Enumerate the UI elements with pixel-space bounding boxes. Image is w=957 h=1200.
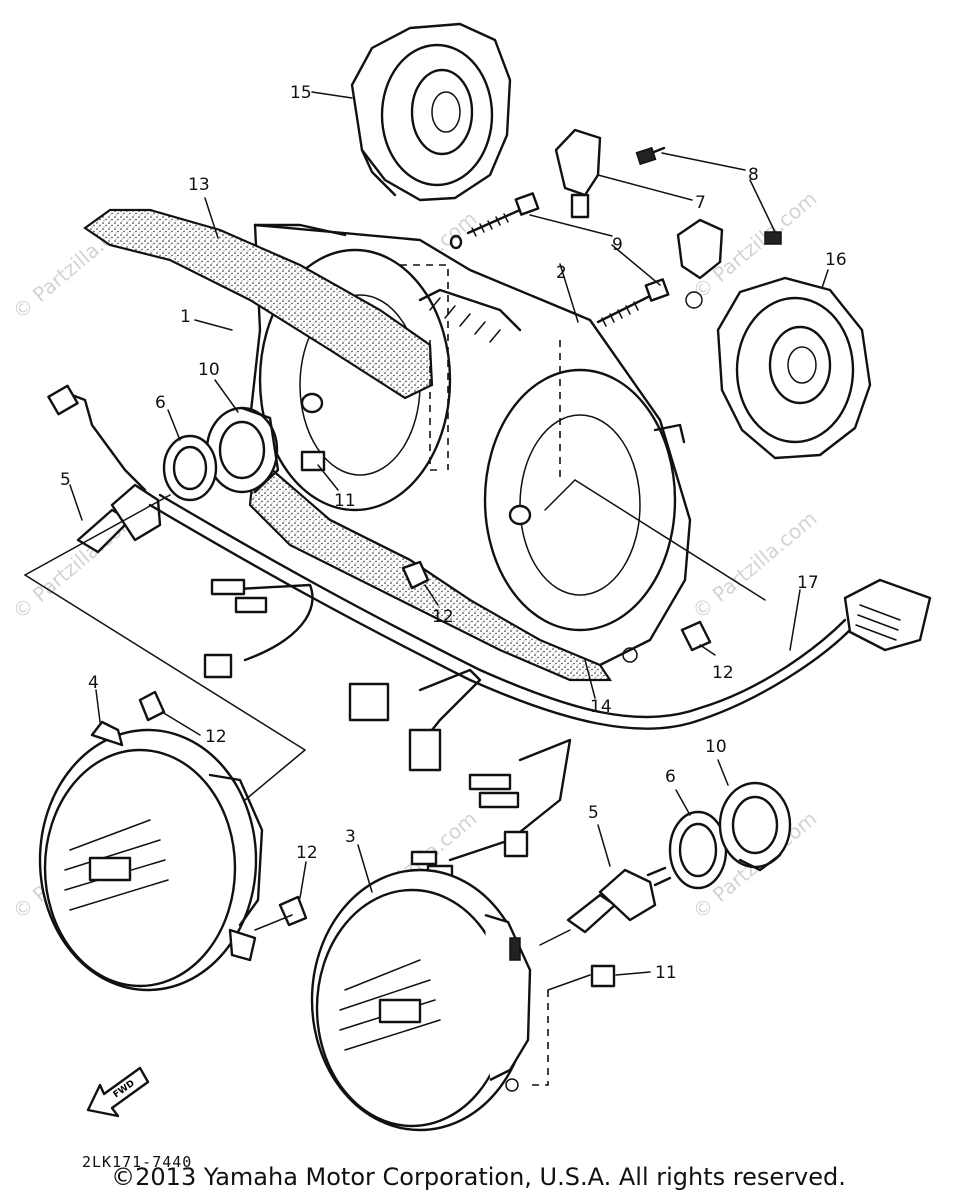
copyright-notice: ©2013 Yamaha Motor Corporation, U.S.A. A… xyxy=(111,1163,846,1191)
callout-7: 7 xyxy=(695,193,706,213)
part-5-bulb-left xyxy=(47,384,162,554)
callout-9: 9 xyxy=(612,235,623,255)
callout-12: 12 xyxy=(296,843,318,863)
part-8-bolt xyxy=(635,146,782,245)
part-5-bulb-right xyxy=(566,866,672,934)
callout-12: 12 xyxy=(205,727,227,747)
callout-12: 12 xyxy=(712,663,734,683)
callout-12: 12 xyxy=(432,607,454,627)
callout-3: 3 xyxy=(345,827,356,847)
callout-14: 14 xyxy=(590,697,612,717)
callout-15: 15 xyxy=(290,83,312,103)
callout-6: 6 xyxy=(665,767,676,787)
callout-8: 8 xyxy=(748,165,759,185)
assembly-guide-lines xyxy=(24,264,766,1086)
part-13-foam-seal xyxy=(83,208,434,400)
part-6-rubber-ring-left xyxy=(162,434,218,502)
part-3-headlight-unit-right xyxy=(310,868,532,1132)
callout-5: 5 xyxy=(588,803,599,823)
callout-10: 10 xyxy=(705,737,727,757)
part-15-cover-ring xyxy=(350,22,512,202)
part-6-rubber-ring-right xyxy=(668,810,728,890)
leader-lines xyxy=(69,91,829,976)
watermark-text: © Partzilla.com xyxy=(688,506,822,624)
diagram-part-code: 2LK171-7440 xyxy=(82,1153,193,1171)
part-16-cover-ring xyxy=(716,276,872,460)
callout-5: 5 xyxy=(60,470,71,490)
callout-11: 11 xyxy=(655,963,677,983)
callout-4: 4 xyxy=(88,673,99,693)
callout-16: 16 xyxy=(825,250,847,270)
fwd-arrow-icon: FWD xyxy=(86,1066,150,1118)
callout-6: 6 xyxy=(155,393,166,413)
callout-2: 2 xyxy=(556,263,567,283)
callout-17: 17 xyxy=(797,573,819,593)
part-10-socket-cover-right xyxy=(718,781,792,872)
callout-13: 13 xyxy=(188,175,210,195)
callout-11: 11 xyxy=(334,491,356,511)
part-10-socket-cover-left xyxy=(205,406,280,494)
callout-labels: 15 13 8 7 9 16 2 1 10 6 5 11 12 17 12 14… xyxy=(60,83,847,983)
part-4-headlight-unit-left xyxy=(38,720,264,992)
callout-10: 10 xyxy=(198,360,220,380)
callout-1: 1 xyxy=(180,307,191,327)
part-9-adjusting-screw xyxy=(466,192,670,327)
